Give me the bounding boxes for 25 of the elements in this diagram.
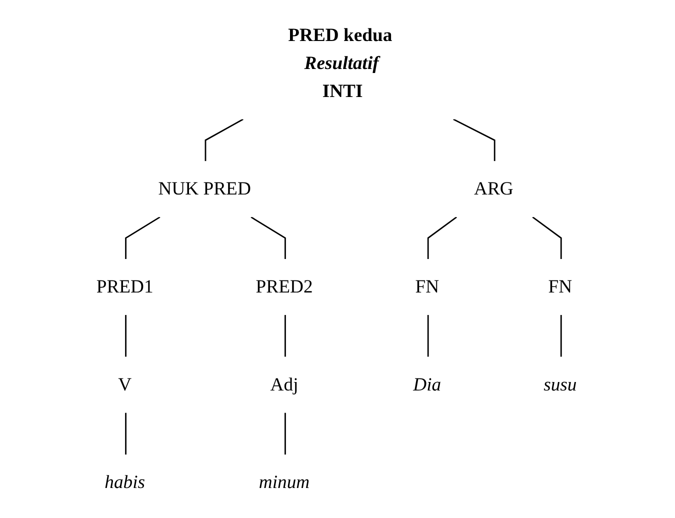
node-text: FN [415,276,440,298]
node-text: PRED2 [256,276,313,298]
node-text: PRED1 [96,276,154,298]
node-text: Adj [270,374,298,396]
node-text: NUK PRED [158,178,251,200]
node-text: minum [258,472,310,493]
connector [204,118,244,162]
connector [125,216,160,259]
connector [453,118,496,162]
connector [125,412,126,455]
connector [427,216,457,259]
connector [427,314,429,357]
connector [284,412,286,455]
connector [560,314,562,357]
node-text: ARG [474,178,514,200]
node-text: FN [548,276,572,298]
connector [250,216,286,259]
node-text: V [118,374,132,396]
node-text: PRED kedua Resultatif INTI [288,25,392,102]
connector [532,216,562,259]
connector [284,314,286,357]
node-text: Dia [413,374,442,396]
connector [125,314,126,357]
node-text: susu [544,374,577,396]
node-text: habis [104,472,146,493]
